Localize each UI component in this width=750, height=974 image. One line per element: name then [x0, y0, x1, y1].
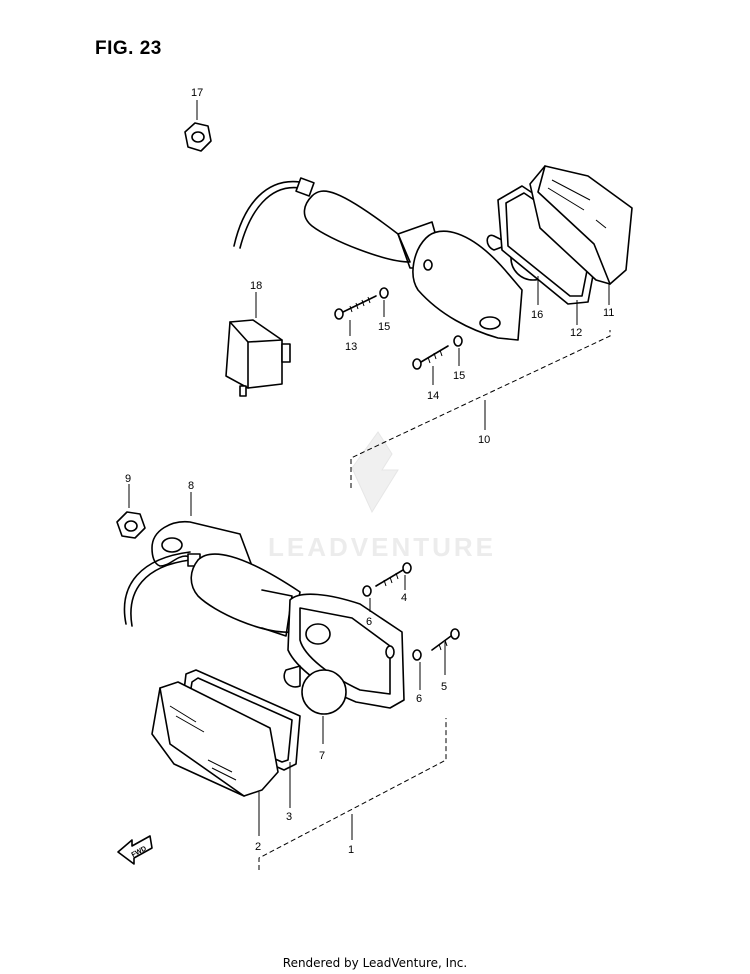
- front-turn-signal-drawing: [233, 165, 633, 341]
- callout-10: 10: [478, 434, 490, 446]
- leadventure-watermark-logo: LEADVENTURE: [268, 431, 496, 562]
- callout-15: 15: [378, 321, 390, 333]
- callout-16: 16: [531, 309, 543, 321]
- nut-icon: [116, 511, 146, 539]
- callout-15-b: 15: [453, 370, 465, 382]
- fwd-arrow-icon: FWD: [117, 835, 153, 865]
- callout-1: 1: [348, 844, 354, 856]
- callout-18: 18: [250, 280, 262, 292]
- relay-icon: [225, 319, 291, 397]
- callout-13: 13: [345, 341, 357, 353]
- callout-7: 7: [319, 750, 325, 762]
- footer-credit: Rendered by LeadVenture, Inc.: [282, 956, 468, 970]
- screw-icon: [412, 345, 449, 370]
- figure-title: FIG. 23: [95, 38, 162, 59]
- callout-2: 2: [255, 841, 261, 853]
- washer-icon: [453, 335, 463, 347]
- screw-icon: [334, 295, 377, 320]
- nut-icon: [184, 122, 212, 152]
- screw-icon: [431, 628, 460, 651]
- rear-turn-signal-drawing: [123, 521, 405, 797]
- watermark-text: LEADVENTURE: [268, 532, 496, 562]
- washer-icon: [379, 287, 389, 299]
- callout-6-b: 6: [416, 693, 422, 705]
- callout-17: 17: [191, 87, 203, 99]
- callout-9: 9: [125, 473, 131, 485]
- callout-3: 3: [286, 811, 292, 823]
- callout-11: 11: [603, 307, 614, 319]
- callout-6: 6: [366, 616, 372, 628]
- screw-icon: [375, 562, 412, 587]
- callout-5: 5: [441, 681, 447, 693]
- washer-icon: [412, 649, 422, 661]
- callout-12: 12: [570, 327, 582, 339]
- washer-icon: [362, 585, 372, 597]
- callout-4: 4: [401, 592, 407, 604]
- callout-8: 8: [188, 480, 194, 492]
- callout-14: 14: [427, 390, 439, 402]
